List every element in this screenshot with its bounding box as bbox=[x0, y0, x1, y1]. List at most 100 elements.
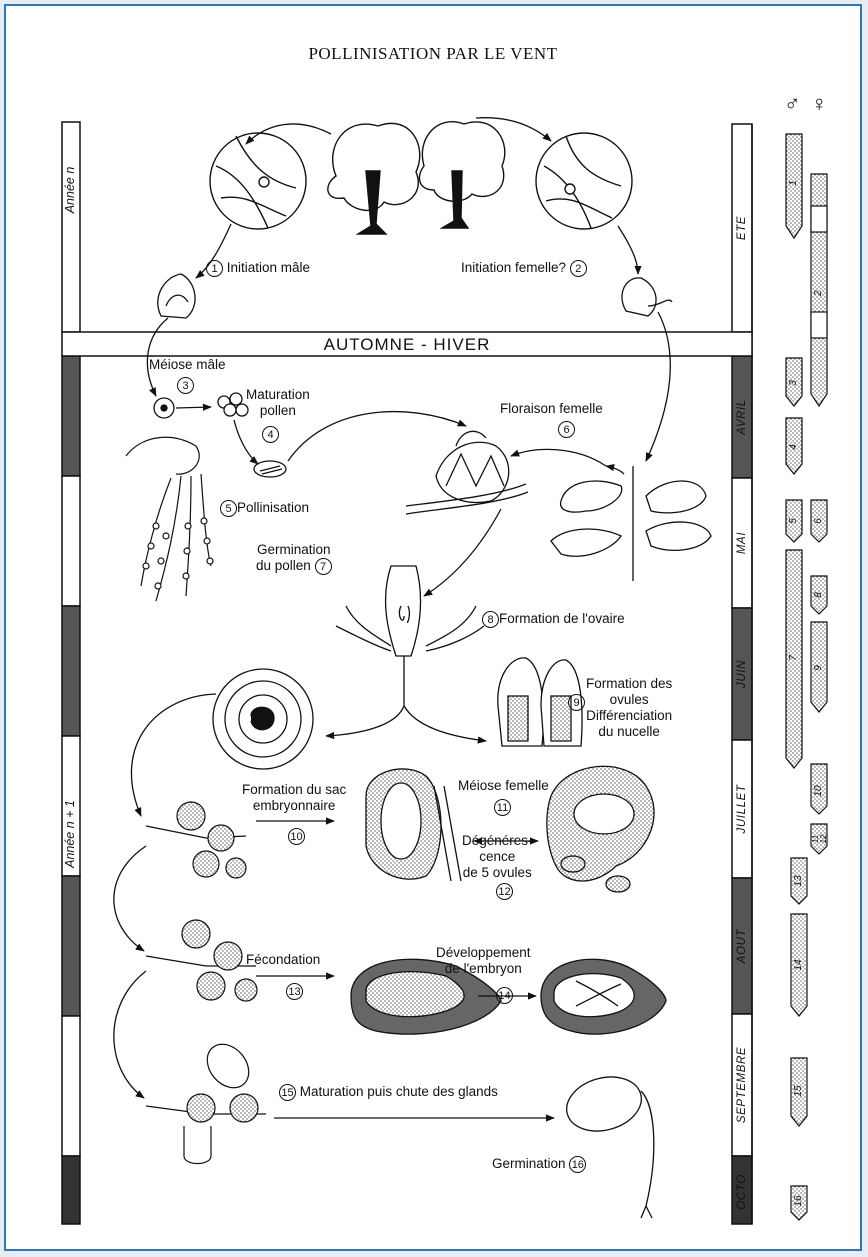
step-5-number: 5 bbox=[220, 500, 237, 517]
bar-label-16: 16 bbox=[792, 1186, 806, 1216]
bar-label-10: 10 bbox=[812, 776, 826, 806]
step-13-number: 13 bbox=[286, 983, 303, 1000]
step-2-text: Initiation femelle? bbox=[461, 260, 566, 275]
step-2: Initiation femelle? 2 bbox=[461, 260, 587, 277]
month-label-juin: JUIN bbox=[734, 614, 750, 734]
step-5-text: Pollinisation bbox=[237, 500, 309, 515]
step-13-text: Fécondation bbox=[246, 952, 320, 968]
step-5: 5Pollinisation bbox=[220, 500, 309, 517]
step-3-number: 3 bbox=[177, 377, 194, 394]
month-label-aout: AOUT bbox=[734, 886, 750, 1006]
bar-label-15: 15 bbox=[792, 1076, 806, 1106]
bar-label-1: 1 bbox=[787, 168, 801, 198]
month-label-avril: AVRIL bbox=[734, 357, 750, 477]
step-6-text: Floraison femelle bbox=[500, 401, 603, 417]
step-14-text: Développement de l'embryon bbox=[436, 945, 531, 977]
step-8: 8Formation de l'ovaire bbox=[482, 611, 625, 628]
step-7-text: Germination du pollen 7 bbox=[256, 542, 332, 575]
bar-label-13: 13 bbox=[792, 866, 806, 896]
step-10-number-wrap: 10 bbox=[288, 828, 305, 845]
bar-label-8: 8 bbox=[812, 580, 826, 610]
step-9-line3: Différenciation bbox=[586, 708, 672, 724]
step-14-number-wrap: 14 bbox=[496, 987, 513, 1004]
oak-sprig bbox=[551, 466, 711, 581]
step-12-number: 12 bbox=[496, 883, 513, 900]
bar-label-9: 9 bbox=[812, 653, 826, 683]
step-9-line4: du nucelle bbox=[586, 724, 672, 740]
step-10-number: 10 bbox=[288, 828, 305, 845]
step-14-line2: de l'embryon bbox=[436, 961, 531, 977]
month-label-octo: OCTO. bbox=[734, 1130, 750, 1250]
step-14-line1: Développement bbox=[436, 945, 531, 961]
figure-panel: POLLINISATION PAR LE VENT bbox=[4, 4, 862, 1251]
magnified-twig-male bbox=[210, 133, 306, 229]
pistil bbox=[336, 566, 484, 706]
step-2-number: 2 bbox=[570, 260, 587, 277]
acorn-cluster-1 bbox=[146, 802, 246, 878]
step-9-line2: ovules bbox=[586, 692, 672, 708]
acorn-cluster-2 bbox=[146, 920, 257, 1001]
bar-label-5: 5 bbox=[787, 506, 801, 536]
month-label-juillet: JUILLET bbox=[734, 749, 750, 869]
step-1: 1 Initiation mâle bbox=[206, 260, 310, 277]
acorn-cluster-3 bbox=[146, 1036, 266, 1163]
step-12-line1: Dégénéres- bbox=[462, 833, 533, 849]
bar-label-3: 3 bbox=[787, 368, 801, 398]
step-9-line1: Formation des bbox=[586, 676, 672, 692]
year-n-label: Année n bbox=[63, 150, 79, 230]
bar-label-4: 4 bbox=[787, 432, 801, 462]
step-9-number: 9 bbox=[568, 694, 585, 711]
step-14-number: 14 bbox=[496, 987, 513, 1004]
germinating-acorn bbox=[561, 1069, 654, 1218]
magnified-twig-female bbox=[536, 133, 632, 229]
step-15-number: 15 bbox=[279, 1084, 296, 1101]
bar-label-2: 2 bbox=[812, 278, 826, 308]
step-16-text: Germination bbox=[492, 1156, 566, 1171]
seed-embryo bbox=[541, 959, 666, 1034]
step-11-text: Méiose femelle bbox=[458, 778, 549, 794]
step-16-number: 16 bbox=[569, 1156, 586, 1173]
step-9-text: Formation des ovules Différenciation du … bbox=[586, 676, 672, 740]
step-10-text: Formation du sac embryonnaire bbox=[242, 782, 346, 814]
bud-female bbox=[622, 278, 672, 316]
season-band-label: AUTOMNE - HIVER bbox=[62, 335, 752, 355]
step-12-text: Dégénéres- cence de 5 ovules bbox=[462, 833, 533, 881]
step-10-line1: Formation du sac bbox=[242, 782, 346, 798]
month-label-septembre: SEPTEMBRE bbox=[734, 1025, 750, 1145]
step-8-text: Formation de l'ovaire bbox=[499, 611, 625, 626]
step-15: 15 Maturation puis chute des glands bbox=[279, 1084, 498, 1101]
embryo-sac bbox=[366, 769, 461, 881]
step-3-text: Méiose mâle bbox=[149, 357, 226, 373]
month-label-mai: MAI bbox=[734, 483, 750, 603]
step-1-text: Initiation mâle bbox=[227, 260, 310, 275]
step-6-number-wrap: 6 bbox=[558, 421, 575, 438]
ovary-cross-section bbox=[213, 669, 313, 769]
step-11-number: 11 bbox=[494, 799, 511, 816]
step-6-number: 6 bbox=[558, 421, 575, 438]
step-7-line1: Germination bbox=[256, 542, 332, 558]
step-11-number-wrap: 11 bbox=[494, 799, 511, 816]
step-12-line2: cence bbox=[462, 849, 533, 865]
step-8-number: 8 bbox=[482, 611, 499, 628]
year-n1-label: Année n + 1 bbox=[63, 784, 79, 884]
step-4-number-wrap: 4 bbox=[262, 426, 279, 443]
step-10-line2: embryonnaire bbox=[242, 798, 346, 814]
degenerating-ovules bbox=[547, 766, 654, 892]
step-7-number: 7 bbox=[315, 558, 332, 575]
tree-male bbox=[328, 123, 420, 234]
year-bar-left bbox=[62, 122, 80, 1224]
step-16: Germination 16 bbox=[492, 1156, 586, 1173]
month-label-ete: ETE bbox=[734, 168, 750, 288]
catkins bbox=[126, 437, 213, 601]
bar-label-12: 12 bbox=[817, 824, 831, 854]
step-13-number-wrap: 13 bbox=[286, 983, 303, 1000]
step-15-text: Maturation puis chute des glands bbox=[300, 1084, 498, 1099]
male-symbol: ♂ bbox=[784, 91, 801, 117]
step-12-number-wrap: 12 bbox=[496, 883, 513, 900]
step-3-number-wrap: 3 bbox=[177, 377, 194, 394]
female-flower bbox=[406, 431, 528, 514]
step-1-number: 1 bbox=[206, 260, 223, 277]
bar-label-14: 14 bbox=[792, 950, 806, 980]
bud-male bbox=[158, 274, 195, 318]
step-4-number: 4 bbox=[262, 426, 279, 443]
